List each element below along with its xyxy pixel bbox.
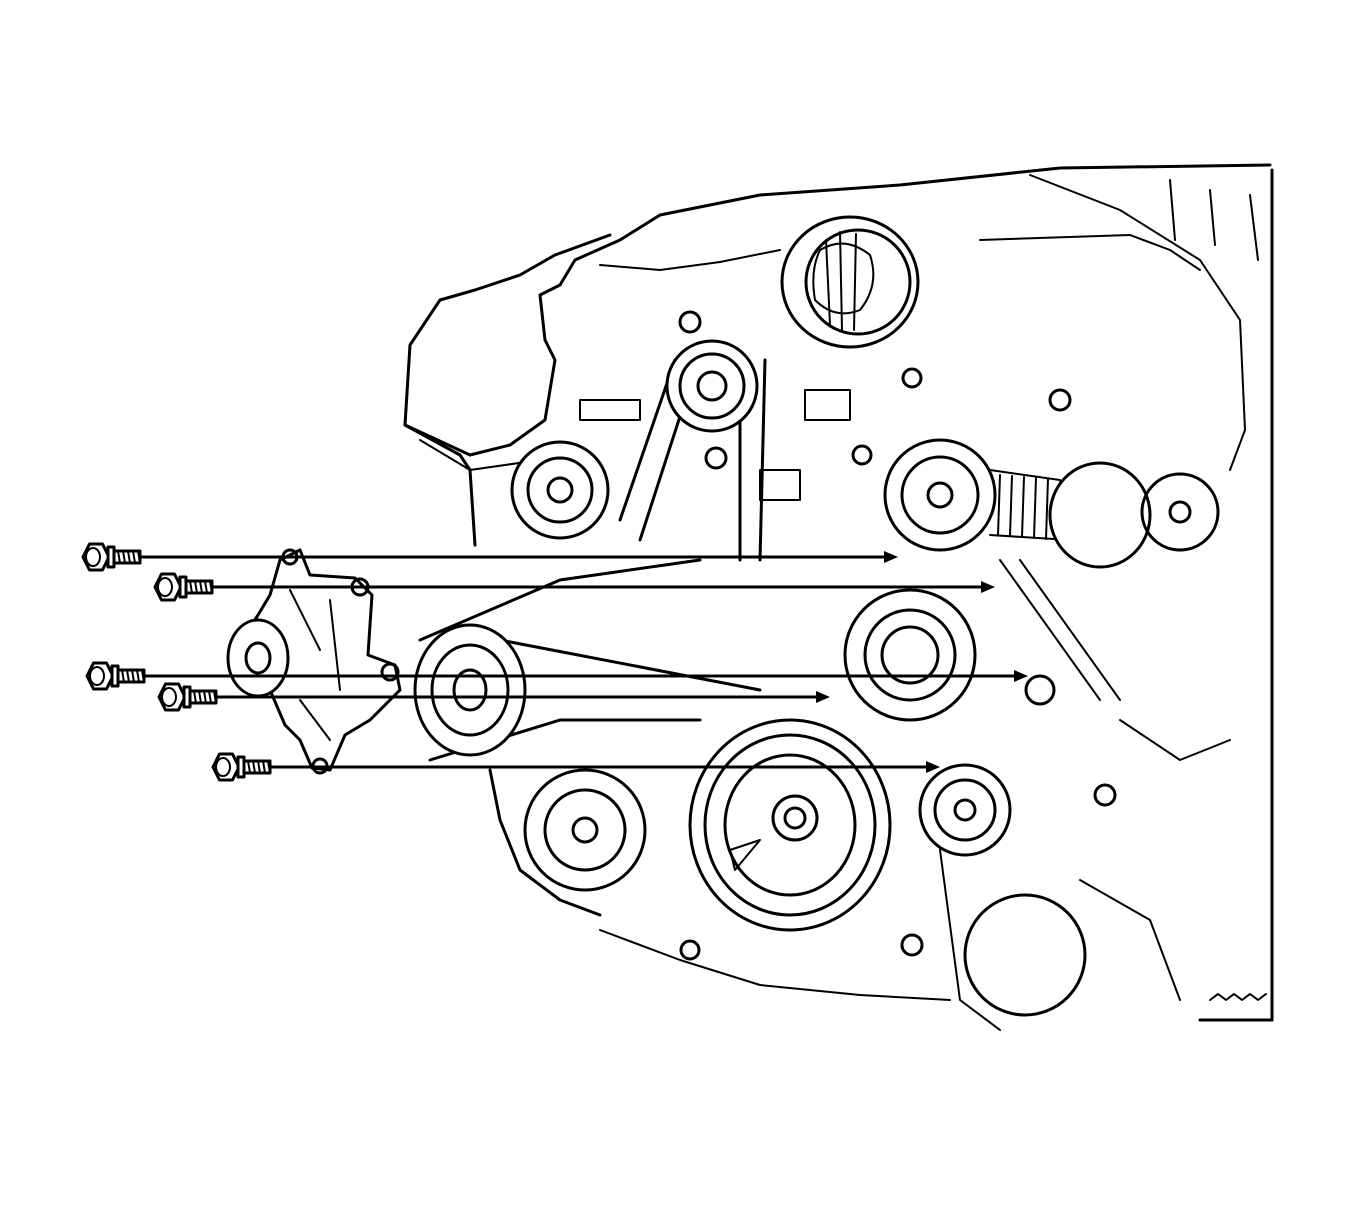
intake-opening bbox=[780, 215, 920, 349]
hex-bolt-icon bbox=[153, 572, 214, 602]
ac-compressor-pulley bbox=[523, 768, 647, 892]
alternator-pulley bbox=[1048, 461, 1220, 569]
arrow-leader bbox=[143, 670, 1028, 682]
arrow-leaders-group bbox=[139, 551, 1028, 773]
lower-idler-pulley bbox=[918, 763, 1012, 857]
tensioner-pulley bbox=[883, 438, 1071, 552]
arrow-leader bbox=[211, 581, 995, 593]
arrow-leader bbox=[215, 691, 830, 703]
water-pump-pulley bbox=[843, 588, 977, 722]
hex-bolt-icon bbox=[211, 752, 272, 782]
hex-bolt-icon bbox=[81, 542, 142, 572]
engine-block bbox=[403, 163, 1274, 1022]
arrow-leader bbox=[139, 551, 898, 563]
accessory-bracket bbox=[226, 548, 402, 775]
crankshaft-balancer bbox=[688, 718, 892, 932]
idler-pulley-upper-left bbox=[510, 440, 610, 540]
starter-housing bbox=[939, 849, 1181, 1031]
power-steering-pulley bbox=[413, 623, 527, 757]
engine-fasteners bbox=[579, 310, 1231, 961]
arrow-leader bbox=[269, 761, 940, 773]
hex-bolt-icon bbox=[157, 682, 218, 712]
idler-pulley-top bbox=[665, 339, 759, 433]
hex-bolt-icon bbox=[85, 661, 146, 691]
